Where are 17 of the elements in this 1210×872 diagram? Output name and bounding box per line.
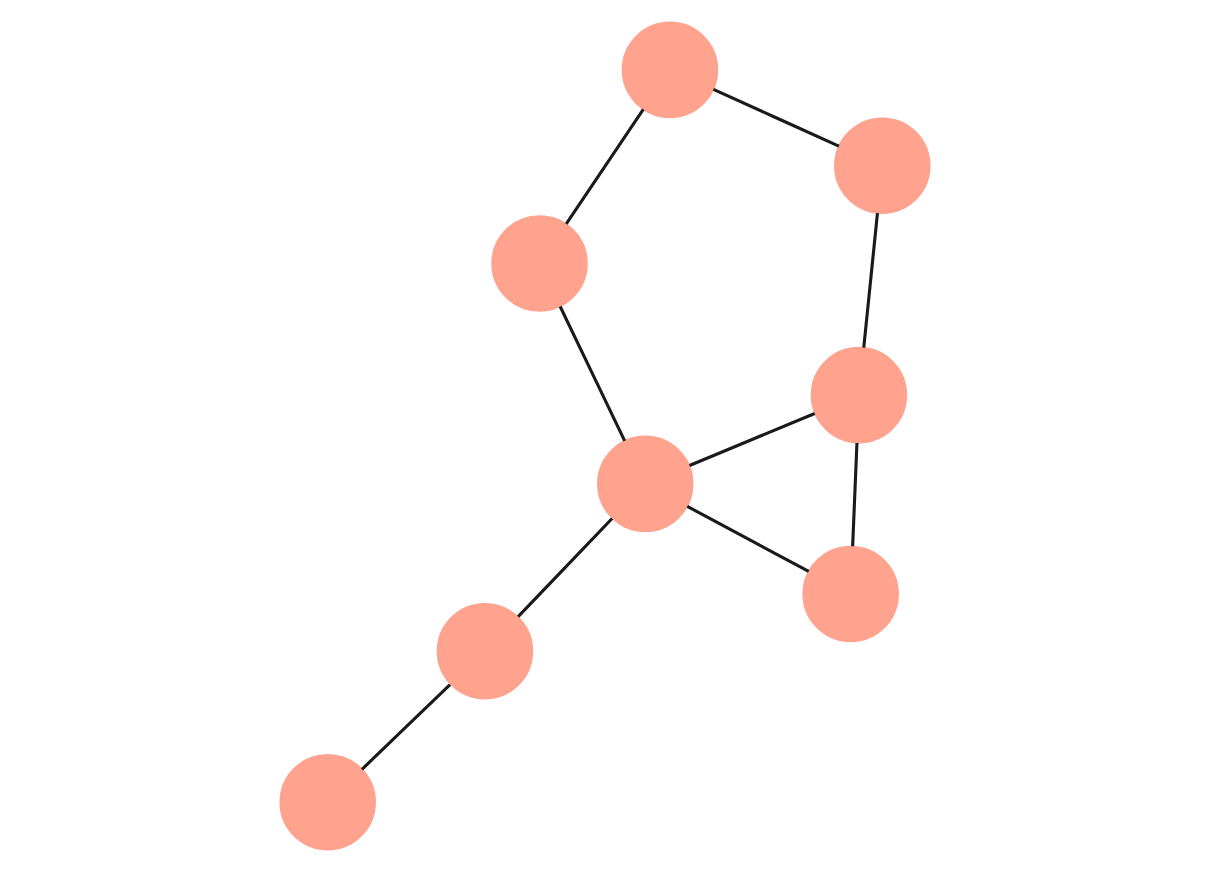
connector bbox=[688, 412, 816, 467]
connector bbox=[862, 213, 879, 348]
node-circle bbox=[279, 753, 376, 851]
node-circle bbox=[597, 435, 694, 533]
connector bbox=[517, 517, 614, 618]
node-circle bbox=[436, 603, 534, 700]
connector bbox=[564, 108, 645, 225]
connector bbox=[686, 505, 810, 573]
node-circle bbox=[621, 21, 719, 119]
node-circle bbox=[802, 545, 899, 643]
connector bbox=[712, 88, 840, 148]
connector bbox=[558, 305, 627, 442]
node-circle bbox=[810, 346, 908, 444]
connector bbox=[360, 683, 452, 771]
connector bbox=[851, 442, 859, 547]
node-circle bbox=[834, 117, 931, 214]
node-circle bbox=[491, 215, 588, 312]
